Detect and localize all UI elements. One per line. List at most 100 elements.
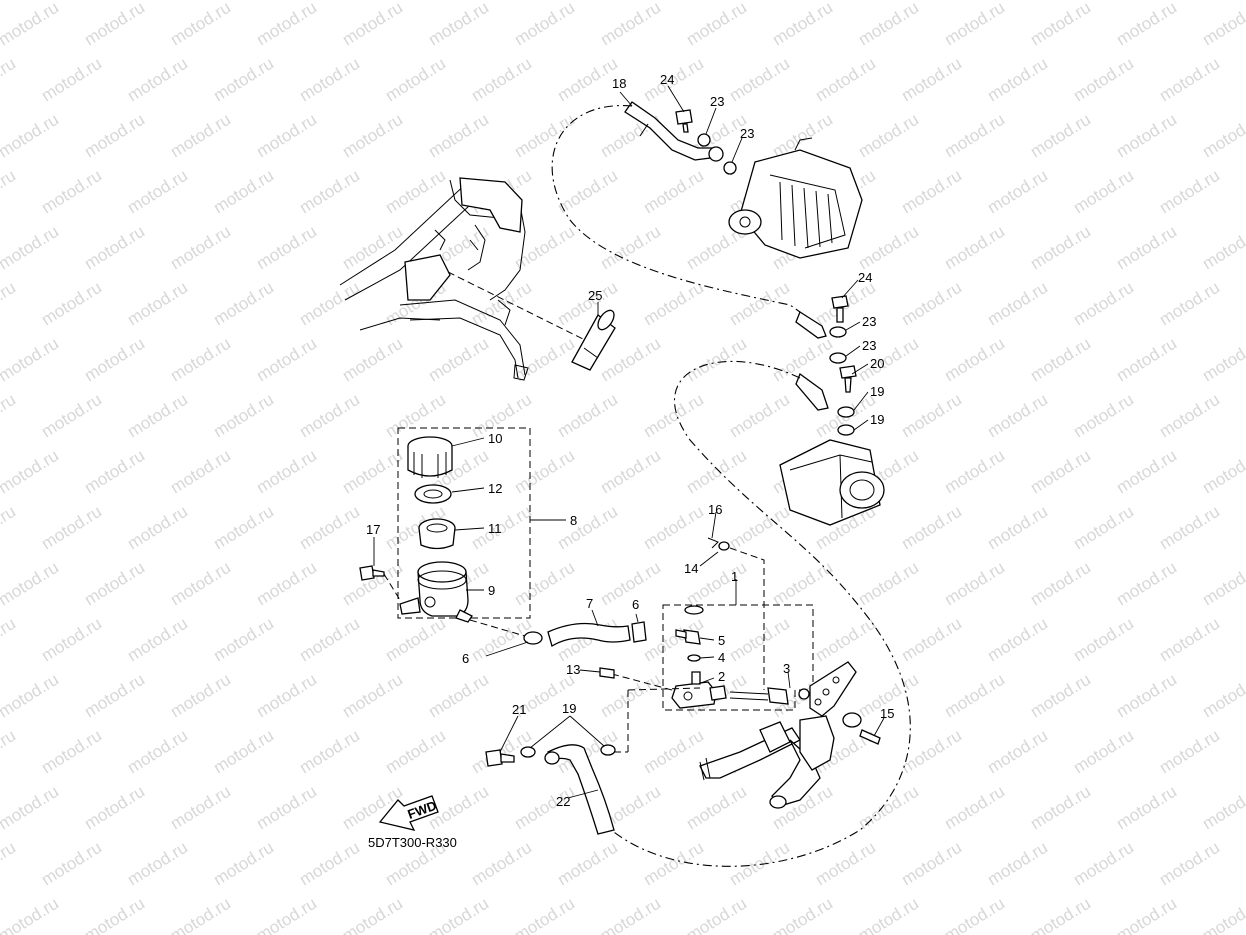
watermark-text: motod.ru (296, 726, 363, 778)
hose-22 (544, 744, 615, 835)
pedal-to-cylinder-line (627, 687, 701, 752)
watermark-text: motod.ru (1242, 502, 1246, 554)
reservoir-hose-7 (547, 622, 631, 647)
washer-14 (718, 541, 730, 551)
watermark-text: motod.ru (1113, 0, 1180, 49)
watermark-text: motod.ru (167, 222, 234, 274)
watermark-text: motod.ru (855, 110, 922, 162)
watermark-text: motod.ru (1070, 614, 1137, 666)
watermark-text: motod.ru (726, 838, 793, 890)
watermark-text: motod.ru (339, 670, 406, 722)
watermark-text: motod.ru (726, 614, 793, 666)
watermark-text: motod.ru (38, 838, 105, 890)
watermark-text: motod.ru (1199, 110, 1246, 162)
watermark-text: motod.ru (812, 614, 879, 666)
callout-22: 22 (556, 794, 570, 809)
watermark-text: motod.ru (124, 166, 191, 218)
watermark-text: motod.ru (253, 446, 320, 498)
tank-to-hose-line (469, 619, 526, 637)
watermark-text: motod.ru (1242, 54, 1246, 106)
watermark-text: motod.ru (124, 502, 191, 554)
watermark-text: motod.ru (683, 894, 750, 935)
watermark-text: motod.ru (984, 502, 1051, 554)
watermark-text: motod.ru (769, 558, 836, 610)
callout-11: 11 (488, 521, 502, 536)
part-25-clip (571, 309, 616, 371)
watermark-text: motod.ru (124, 614, 191, 666)
watermark-text: motod.ru (1156, 54, 1223, 106)
watermark-text: motod.ru (1156, 278, 1223, 330)
watermark-text: motod.ru (253, 222, 320, 274)
watermark-text: motod.ru (1027, 670, 1094, 722)
watermark-text: motod.ru (167, 894, 234, 935)
watermark-text: motod.ru (0, 278, 19, 330)
washer-23-upper-b (723, 161, 737, 175)
watermark-text: motod.ru (769, 0, 836, 49)
watermark-text: motod.ru (81, 110, 148, 162)
watermark-text: motod.ru (210, 54, 277, 106)
watermark-text: motod.ru (339, 0, 406, 49)
watermark-text: motod.ru (210, 502, 277, 554)
reservoir-cap-10 (407, 436, 453, 478)
watermark-text: motod.ru (812, 54, 879, 106)
watermark-text: motod.ru (855, 558, 922, 610)
watermark-text: motod.ru (855, 782, 922, 834)
watermark-text: motod.ru (511, 558, 578, 610)
washer-19-right-b (837, 424, 855, 436)
union-bolt-21 (485, 749, 515, 767)
watermark-text: motod.ru (511, 446, 578, 498)
watermark-text: motod.ru (640, 726, 707, 778)
watermark-text: motod.ru (253, 0, 320, 49)
watermark-text: motod.ru (1027, 446, 1094, 498)
watermark-text: motod.ru (0, 502, 19, 554)
watermark-text: motod.ru (38, 614, 105, 666)
callout-25: 25 (588, 288, 602, 303)
watermark-text: motod.ru (640, 166, 707, 218)
watermark-text: motod.ru (167, 110, 234, 162)
watermark-text: motod.ru (253, 670, 320, 722)
watermark-text: motod.ru (124, 838, 191, 890)
watermark-text: motod.ru (1199, 222, 1246, 274)
watermark-text: motod.ru (296, 502, 363, 554)
watermark-text: motod.ru (0, 446, 62, 498)
watermark-text: motod.ru (640, 278, 707, 330)
watermark-text: motod.ru (898, 502, 965, 554)
watermark-text: motod.ru (1242, 726, 1246, 778)
watermark-text: motod.ru (38, 726, 105, 778)
watermark-text: motod.ru (425, 0, 492, 49)
callout-13: 13 (566, 662, 580, 677)
union-bolt-24-lower (831, 295, 849, 323)
watermark-text: motod.ru (941, 0, 1008, 49)
callout-3: 3 (783, 661, 790, 676)
watermark-text: motod.ru (984, 278, 1051, 330)
watermark-text: motod.ru (898, 614, 965, 666)
watermark-text: motod.ru (554, 390, 621, 442)
watermark-text: motod.ru (0, 726, 19, 778)
watermark-text: motod.ru (167, 334, 234, 386)
watermark-text: motod.ru (253, 334, 320, 386)
watermark-text: motod.ru (1199, 558, 1246, 610)
watermark-text: motod.ru (1156, 838, 1223, 890)
watermark-text: motod.ru (941, 446, 1008, 498)
reservoir-tank-9 (399, 561, 473, 623)
watermark-text: motod.ru (1027, 334, 1094, 386)
watermark-text: motod.ru (210, 166, 277, 218)
callout-17: 17 (366, 522, 380, 537)
brake-hose-18 (624, 101, 724, 162)
hose-routing-line-lower (589, 360, 911, 867)
circlip-part-upper (684, 605, 704, 615)
watermark-text: motod.ru (38, 278, 105, 330)
callout-21: 21 (512, 702, 526, 717)
screw-to-tank-line (383, 573, 401, 601)
watermark-text: motod.ru (0, 558, 62, 610)
frame-to-clip-line (447, 271, 586, 341)
watermark-text: motod.ru (941, 334, 1008, 386)
watermark-text: motod.ru (1156, 614, 1223, 666)
watermark-text: motod.ru (984, 166, 1051, 218)
callout-23-d: 23 (862, 338, 876, 353)
o-ring-4 (687, 654, 701, 662)
watermark-text: motod.ru (1242, 166, 1246, 218)
watermark-text: motod.ru (0, 782, 62, 834)
frame-illustration (339, 177, 529, 381)
